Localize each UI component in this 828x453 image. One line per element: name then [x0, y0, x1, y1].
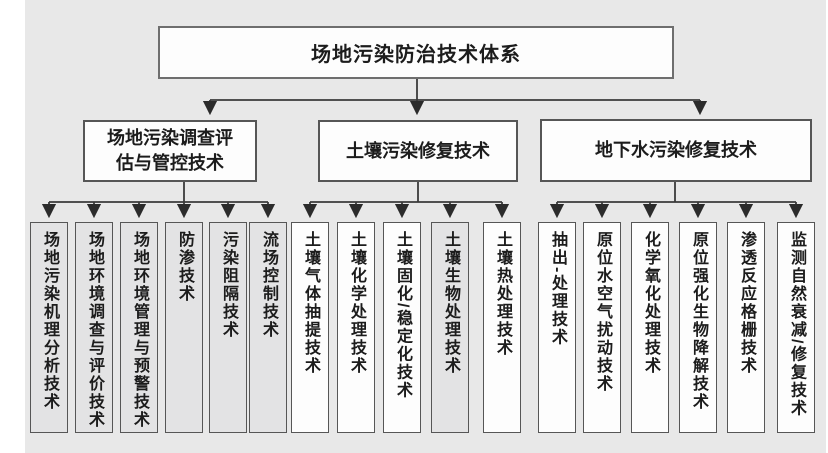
leaf-node-label: 流场控制技术: [260, 231, 277, 339]
leaf-node-label: 污染阻隔技术: [220, 231, 237, 339]
leaf-node-label: 土壤固化/稳定化技术: [394, 231, 411, 400]
leaf-node: 原位水空气扰动技术: [583, 222, 621, 433]
leaf-node: 渗透反应格栅技术: [727, 222, 765, 433]
leaf-node-label: 渗透反应格栅技术: [738, 231, 755, 375]
leaf-node: 污染阻隔技术: [209, 222, 247, 433]
root-node: 场地污染防治技术体系: [158, 26, 674, 79]
branch-node-label: 土壤污染修复技术: [346, 140, 490, 161]
leaf-node: 土壤气体抽提技术: [291, 222, 329, 433]
leaf-node-label: 防渗技术: [176, 231, 193, 303]
branch-node-label: 地下水污染修复技术: [595, 140, 757, 160]
leaf-node-label: 化学氧化处理技术: [642, 231, 659, 375]
leaf-node-label: 场地污染机理分析技术: [41, 231, 58, 411]
leaf-node-label: 土壤气体抽提技术: [302, 231, 319, 375]
leaf-node-label: 监测自然衰减/修复技术: [788, 231, 805, 418]
leaf-node: 土壤生物处理技术: [431, 222, 469, 433]
leaf-node-label: 原位强化生物降解技术: [690, 231, 707, 411]
root-node-label: 场地污染防治技术体系: [311, 44, 521, 66]
leaf-node: 抽出-处理技术: [538, 222, 576, 433]
leaf-node-label: 土壤化学处理技术: [348, 231, 365, 375]
leaf-node-label: 场地环境调查与评价技术: [86, 231, 103, 429]
leaf-node: 土壤热处理技术: [483, 222, 521, 433]
leaf-node: 监测自然衰减/修复技术: [777, 222, 815, 433]
leaf-node-label: 抽出-处理技术: [549, 231, 566, 347]
leaf-node-label: 场地环境管理与预警技术: [131, 231, 148, 429]
leaf-node: 防渗技术: [165, 222, 203, 433]
leaf-node: 场地环境管理与预警技术: [120, 222, 158, 433]
leaf-node-label: 土壤热处理技术: [494, 231, 511, 357]
leaf-node: 场地污染机理分析技术: [30, 222, 68, 433]
leaf-node: 土壤固化/稳定化技术: [383, 222, 421, 433]
branch-node-soil-remediation: 土壤污染修复技术: [318, 120, 518, 182]
leaf-node: 化学氧化处理技术: [631, 222, 669, 433]
branch-node-label: 场地污染调查评估与管控技术: [107, 128, 233, 173]
leaf-node: 流场控制技术: [249, 222, 287, 433]
branch-node-groundwater-remediation: 地下水污染修复技术: [540, 119, 812, 182]
leaf-node: 土壤化学处理技术: [337, 222, 375, 433]
leaf-node: 原位强化生物降解技术: [679, 222, 717, 433]
leaf-node: 场地环境调查与评价技术: [75, 222, 113, 433]
leaf-node-label: 土壤生物处理技术: [442, 231, 459, 375]
leaf-node-label: 原位水空气扰动技术: [594, 231, 611, 393]
branch-node-survey-control: 场地污染调查评估与管控技术: [83, 120, 257, 182]
